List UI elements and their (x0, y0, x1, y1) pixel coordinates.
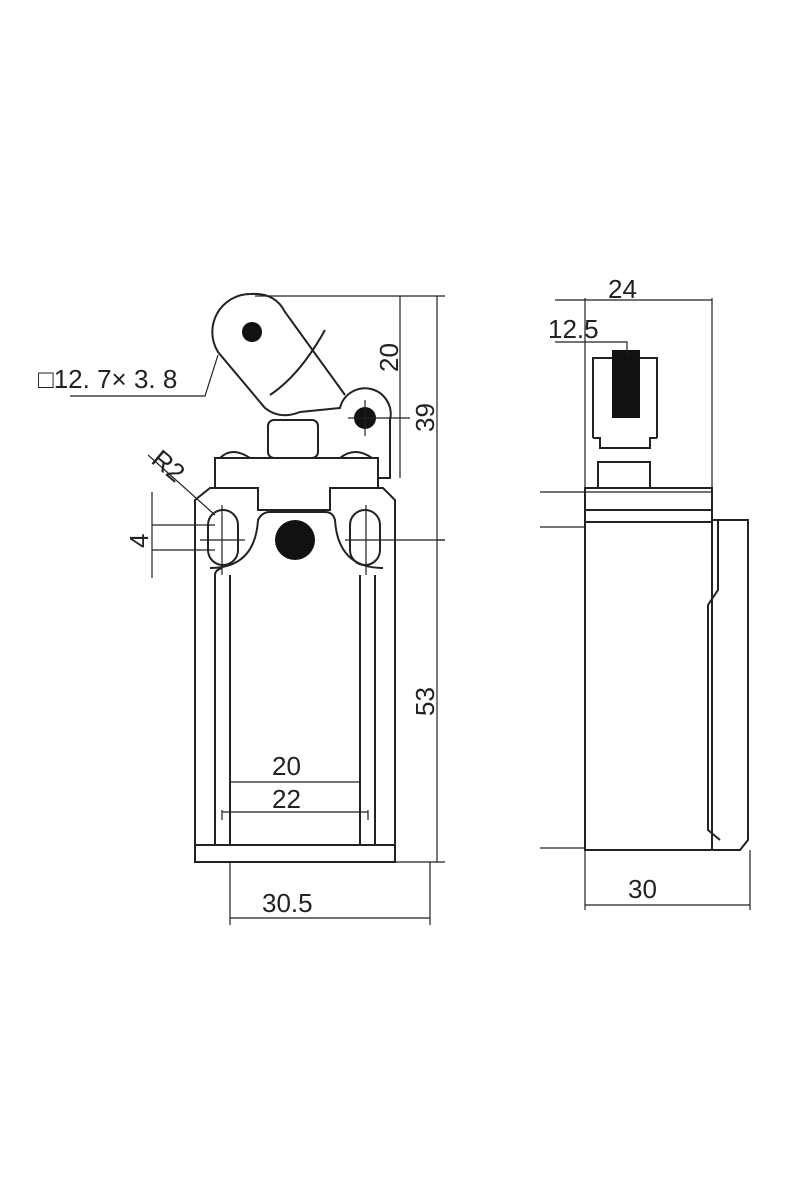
dim-front-width: 30.5 (262, 888, 313, 918)
dim-body-height: 53 (410, 687, 440, 716)
dim-roller-offset: 12.5 (548, 314, 599, 344)
dim-radius: R2 (146, 444, 191, 488)
dim-roller: □12. 7× 3. 8 (38, 364, 177, 394)
mount-slot-right (349, 509, 381, 566)
side-roller (612, 350, 640, 418)
dim-slot: 4 (124, 534, 154, 548)
mount-slot-left (207, 509, 239, 566)
dim-arm-height: 20 (374, 343, 404, 372)
center-hole (275, 520, 315, 560)
roller-pin (242, 322, 262, 342)
dim-side-width: 30 (628, 874, 657, 904)
front-dimensions: □12. 7× 3. 8 20 39 R2 4 53 20 22 30.5 (38, 295, 445, 925)
roller-edge (269, 329, 326, 396)
body-outline (194, 487, 396, 863)
dim-inner-20: 20 (272, 751, 301, 781)
dim-total-height: 39 (410, 403, 440, 432)
front-view (194, 292, 445, 863)
plunger (267, 419, 319, 459)
dim-inner-22: 22 (272, 784, 301, 814)
roller-arm (211, 292, 392, 479)
side-view: 24 12.5 30 (540, 274, 751, 910)
dim-side-top: 24 (608, 274, 637, 304)
